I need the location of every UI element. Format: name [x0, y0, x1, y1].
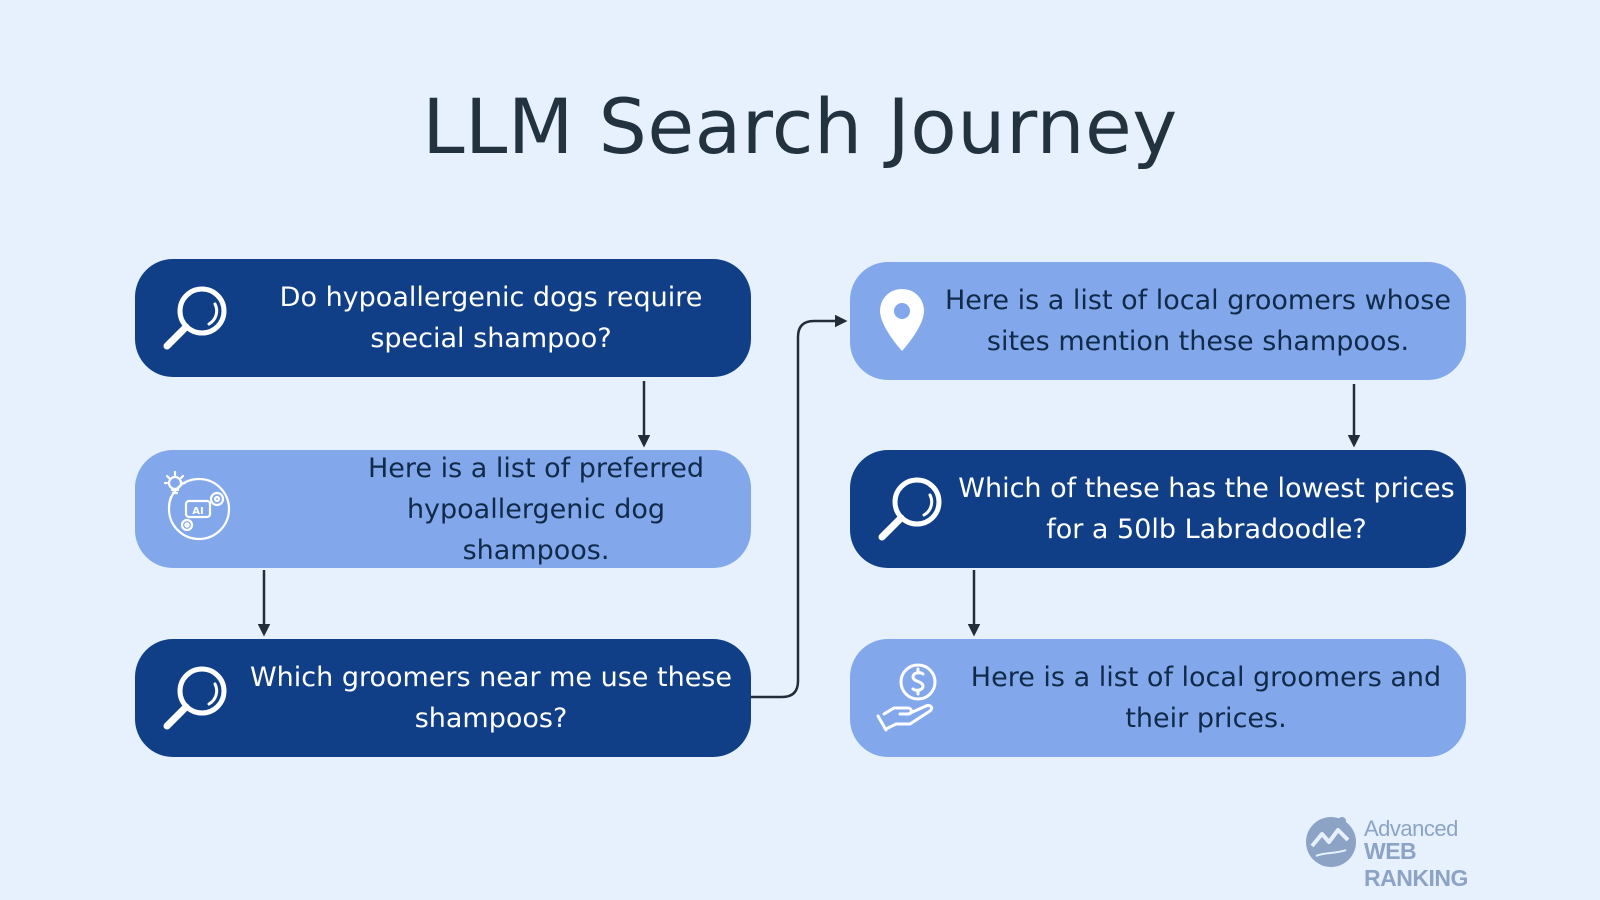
search-icon: [163, 666, 227, 730]
search-icon: [878, 477, 942, 541]
page-title: LLM Search Journey: [422, 82, 1178, 171]
step-6-text: Here is a list of local groomers and the…: [970, 662, 1442, 734]
step-5-box: Which of these has the lowest prices for…: [850, 450, 1466, 568]
step-2-text: Here is a list of preferred hypoallergen…: [368, 452, 704, 566]
arrow-3-to-4: [751, 314, 848, 699]
step-4-text: Here is a list of local groomers whose s…: [945, 285, 1451, 357]
step-1-text: Do hypoallergenic dogs require special s…: [279, 282, 703, 354]
logo-line-1: Advanced: [1364, 816, 1458, 841]
step-1-box: Do hypoallergenic dogs require special s…: [135, 259, 751, 377]
step-5-text: Which of these has the lowest prices for…: [958, 473, 1455, 545]
search-icon: [163, 286, 227, 350]
svg-text:AI: AI: [192, 506, 203, 517]
step-2-box: AI Here is a list of preferred hypoaller…: [135, 450, 751, 568]
advanced-web-ranking-logo: Advanced WEB RANKING: [1302, 810, 1502, 891]
logo-line-2: WEB RANKING: [1364, 838, 1468, 891]
location-pin-icon: [880, 289, 924, 351]
ai-icon: AI: [163, 470, 231, 541]
step-4-box: Here is a list of local groomers whose s…: [850, 262, 1466, 380]
globe-logo-icon: [1306, 817, 1356, 867]
money-hand-icon: [876, 663, 937, 732]
step-3-box: Which groomers near me use these shampoo…: [135, 639, 751, 757]
step-3-text: Which groomers near me use these shampoo…: [249, 662, 732, 734]
step-6-box: Here is a list of local groomers and the…: [850, 639, 1466, 757]
